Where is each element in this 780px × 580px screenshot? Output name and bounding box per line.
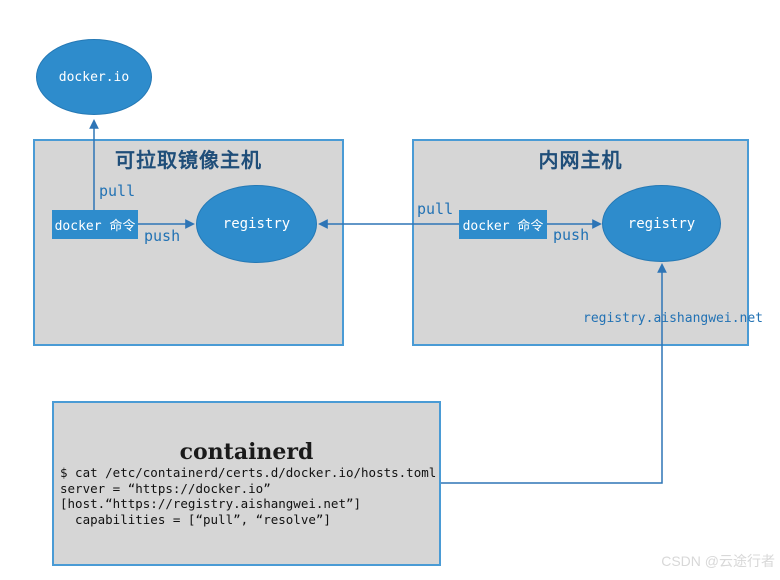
left-push-label: push [144,227,181,245]
right-docker-cmd-box: docker 命令 [459,210,547,239]
right-docker-cmd-label: docker 命令 [462,219,544,234]
registry-hostname-label: registry.aishangwei.net [583,311,764,326]
containerd-code-block: $ cat /etc/containerd/certs.d/docker.io/… [60,465,436,527]
left-registry-label: registry [222,216,291,232]
dockerio-label: docker.io [58,69,130,85]
containerd-title: containerd [179,439,314,465]
left-pull-label: pull [99,182,136,200]
csdn-watermark: CSDN @云途行者 [661,553,775,569]
intranet-host-title: 内网主机 [538,150,623,172]
right-push-label: push [553,226,590,244]
code-line-server: server = “https://docker.io” [60,480,271,496]
code-line-cat-command: $ cat /etc/containerd/certs.d/docker.io/… [60,465,437,480]
code-line-host: [host.“https://registry.aishangwei.net”] [60,496,362,511]
containerd-box: containerd $ cat /etc/containerd/certs.d… [52,401,441,566]
dockerio-node: docker.io [36,39,152,115]
right-registry-node: registry [602,185,721,262]
right-registry-label: registry [627,215,696,232]
code-line-capabilities: capabilities = [“pull”, “resolve”] [60,511,331,527]
left-registry-node: registry [196,185,317,263]
pullable-host-title: 可拉取镜像主机 [115,150,262,172]
right-pull-label: pull [417,200,454,218]
left-docker-cmd-box: docker 命令 [52,210,138,239]
left-docker-cmd-label: docker 命令 [54,219,136,234]
